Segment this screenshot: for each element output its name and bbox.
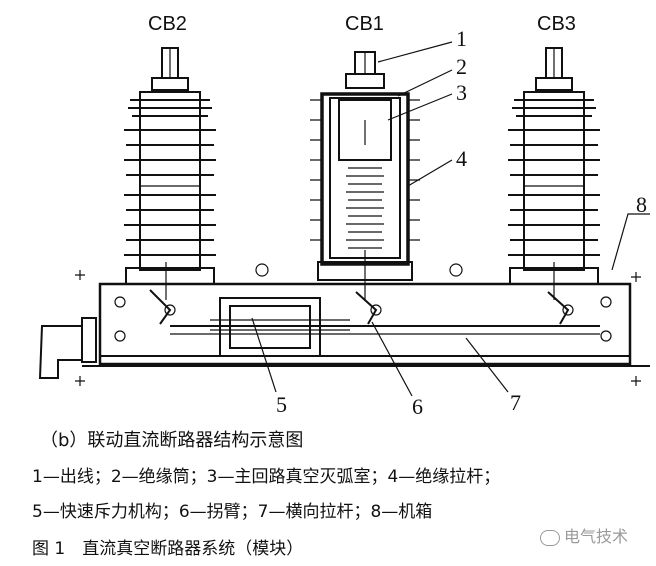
insulator-cb1 [310,51,420,281]
insulator-cb2 [124,47,216,285]
number-3: 3 [456,80,467,105]
number-1: 1 [456,26,467,51]
breaker-diagram: CB2 CB1 CB3 [38,13,650,419]
label-cb1: CB1 [345,13,384,35]
leader-lines [251,41,650,397]
number-5: 5 [276,392,287,417]
watermark-text: 电气技术 [564,527,629,546]
watermark: 电气技术 [540,523,628,547]
legend-line-1: 1—出线；2—绝缘筒；3—主回路真空灭弧室；4—绝缘拉杆； [32,467,501,487]
insulator-cb3 [508,47,600,285]
legend-line-2: 5—快速斥力机构；6—拐臂；7—横向拉杆；8—机箱 [32,502,433,522]
number-2: 2 [456,54,467,79]
label-cb2: CB2 [148,13,187,35]
figure-caption: （b）联动直流断路器结构示意图 [40,430,304,451]
cabinet [38,270,650,386]
wechat-icon [540,529,560,546]
figure-title: 图 1 直流真空断路器系统（模块） [32,539,304,559]
crank-and-rod [149,250,600,335]
number-7: 7 [510,390,521,415]
number-4: 4 [456,146,467,171]
number-6: 6 [412,394,423,419]
number-8: 8 [636,192,647,217]
label-cb3: CB3 [537,13,576,35]
